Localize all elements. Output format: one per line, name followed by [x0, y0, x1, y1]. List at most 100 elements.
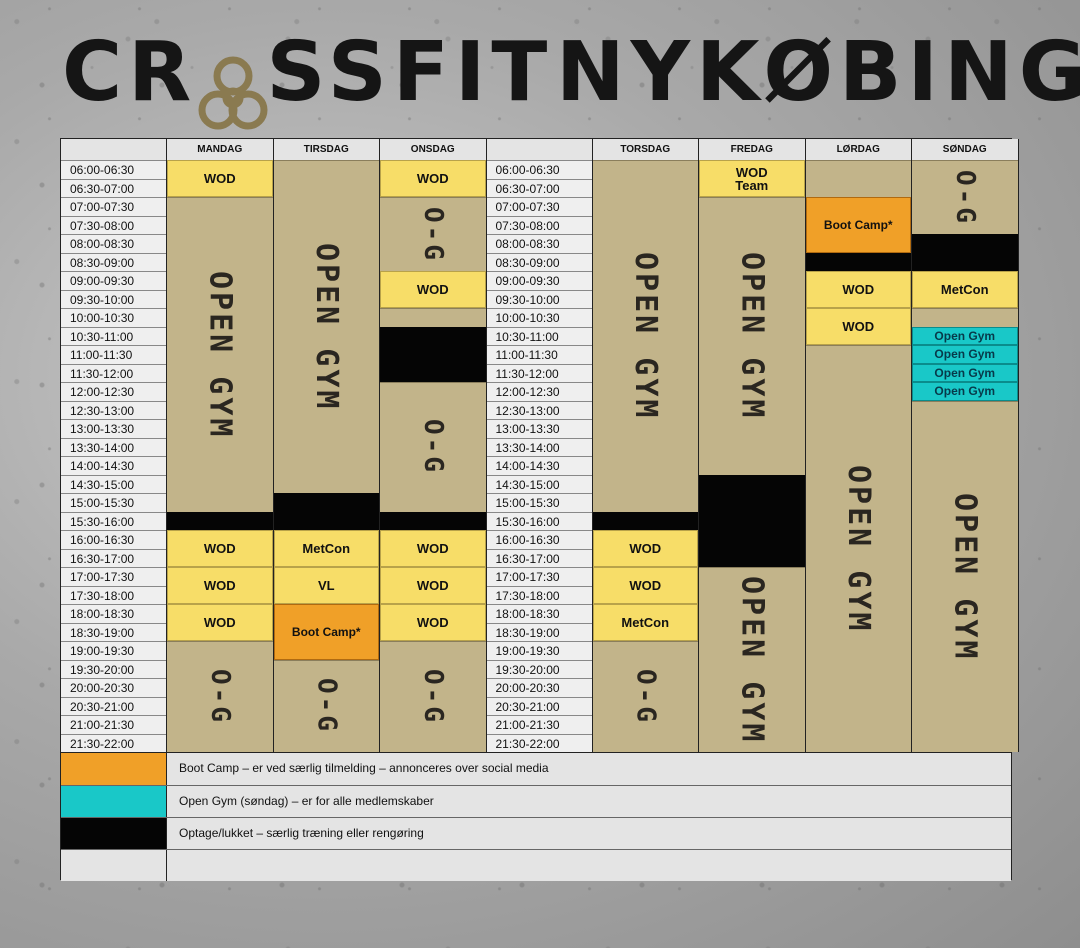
time-slot: 16:30-17:00 [486, 548, 592, 568]
session-boot-camp: Boot Camp* [273, 604, 379, 660]
time-slot: 14:30-15:00 [486, 474, 592, 494]
time-slot: 20:00-20:30 [486, 678, 592, 697]
session-open-gym: Open Gym [912, 363, 1018, 382]
time-slot: 12:30-13:00 [486, 400, 592, 420]
closed-block [380, 511, 486, 530]
time-slot: 10:30-11:00 [61, 326, 166, 346]
time-slot: 15:00-15:30 [486, 493, 592, 512]
time-slot: 20:30-21:00 [486, 696, 592, 716]
closed-block [592, 511, 698, 530]
time-slot: 06:00-06:30 [486, 160, 592, 179]
time-slot: 15:30-16:00 [61, 511, 166, 531]
time-slot: 09:00-09:30 [61, 271, 166, 290]
session-wod: WOD [167, 567, 273, 604]
time-slot: 07:00-07:30 [486, 197, 592, 216]
closed-block [805, 252, 911, 271]
session-open-gym: OPEN GYM [912, 400, 1018, 752]
session-o-g: O-G [380, 382, 486, 512]
session-label: O-G [630, 669, 661, 725]
empty-block [912, 308, 1018, 327]
legend-table: Boot Camp – er ved særlig tilmelding – a… [60, 752, 1012, 881]
brand-logo: CR SSFIT NYKØBING [0, 25, 1080, 130]
time-slot: 09:30-10:00 [61, 289, 166, 309]
empty-block [380, 308, 486, 327]
time-slot: 21:30-22:00 [61, 733, 166, 753]
day-header-0: MANDAG [167, 139, 274, 160]
time-slot: 14:30-15:00 [61, 474, 166, 494]
session-label: VL [317, 578, 335, 593]
session-o-g: O-G [380, 641, 486, 752]
session-wod: WOD [167, 160, 273, 197]
session-label: WOD [629, 578, 662, 593]
time-slot: 07:30-08:00 [61, 215, 166, 235]
session-label: OPEN GYM [947, 492, 983, 662]
session-label: WOD [416, 282, 449, 297]
session-label: WOD [203, 615, 236, 630]
closed-block [912, 234, 1018, 271]
time-slot: 08:30-09:00 [61, 252, 166, 272]
session-label: WOD Team [735, 164, 769, 193]
time-slot: 18:30-19:00 [486, 622, 592, 642]
session-open-gym: OPEN GYM [592, 160, 698, 512]
day-header-2: ONSDAG [380, 139, 487, 160]
closed-block [699, 474, 805, 567]
time-slot: 15:30-16:00 [486, 511, 592, 531]
time-slot: 10:00-10:30 [486, 308, 592, 327]
session-o-g: O-G [167, 641, 273, 752]
session-label: Open Gym [934, 365, 996, 380]
time-slot: 20:30-21:00 [61, 696, 166, 716]
session-label: OPEN GYM [734, 252, 770, 421]
day-header-1: TIRSDAG [273, 139, 380, 160]
time-slot: 17:30-18:00 [486, 585, 592, 605]
session-vl: VL [273, 567, 379, 604]
session-o-g: O-G [592, 641, 698, 752]
time-slot: 20:00-20:30 [61, 678, 166, 697]
session-wod: WOD [805, 308, 911, 345]
time-slot: 14:00-14:30 [61, 456, 166, 475]
legend-swatch [61, 786, 167, 817]
session-label: O-G [417, 419, 448, 476]
session-label: WOD [842, 319, 875, 334]
session-label: Open Gym [934, 347, 996, 362]
session-label: O-G [949, 169, 980, 226]
closed-block [273, 493, 379, 530]
legend-row [61, 849, 1011, 881]
session-label: MetCon [302, 541, 351, 556]
time-slot: 12:00-12:30 [486, 382, 592, 401]
session-o-g: O-G [912, 160, 1018, 234]
session-wod: WOD [380, 271, 486, 308]
session-open-gym: Open Gym [912, 326, 1018, 345]
legend-swatch [61, 850, 167, 881]
session-label: WOD [416, 171, 449, 186]
session-label: OPEN GYM [840, 464, 876, 634]
session-wod: WOD [592, 567, 698, 604]
time-slot: 14:00-14:30 [486, 456, 592, 475]
brand-word-1: CR SSFIT [62, 25, 554, 120]
day-header-4: FREDAG [699, 139, 806, 160]
session-label: MetCon [621, 615, 670, 630]
session-wod: WOD [592, 530, 698, 567]
empty-block [805, 160, 911, 197]
legend-text [167, 850, 1011, 881]
time-slot: 19:30-20:00 [61, 659, 166, 679]
session-label: Open Gym [934, 384, 996, 399]
session-wod-team: WOD Team [699, 160, 805, 197]
session-wod: WOD [380, 530, 486, 567]
session-open-gym: OPEN GYM [273, 160, 379, 493]
time-slot: 15:00-15:30 [61, 493, 166, 512]
session-o-g: O-G [380, 197, 486, 271]
session-open-gym: OPEN GYM [805, 345, 911, 752]
biohazard-icon [198, 56, 268, 130]
time-slot: 07:30-08:00 [486, 215, 592, 235]
time-slot: 18:00-18:30 [486, 604, 592, 623]
time-slot: 06:00-06:30 [61, 160, 166, 179]
legend-row: Open Gym (søndag) – er for alle medlemsk… [61, 785, 1011, 817]
time-slot: 09:30-10:00 [486, 289, 592, 309]
time-slot: 08:30-09:00 [486, 252, 592, 272]
time-slot: 11:00-11:30 [486, 345, 592, 364]
session-label: OPEN GYM [202, 270, 238, 440]
